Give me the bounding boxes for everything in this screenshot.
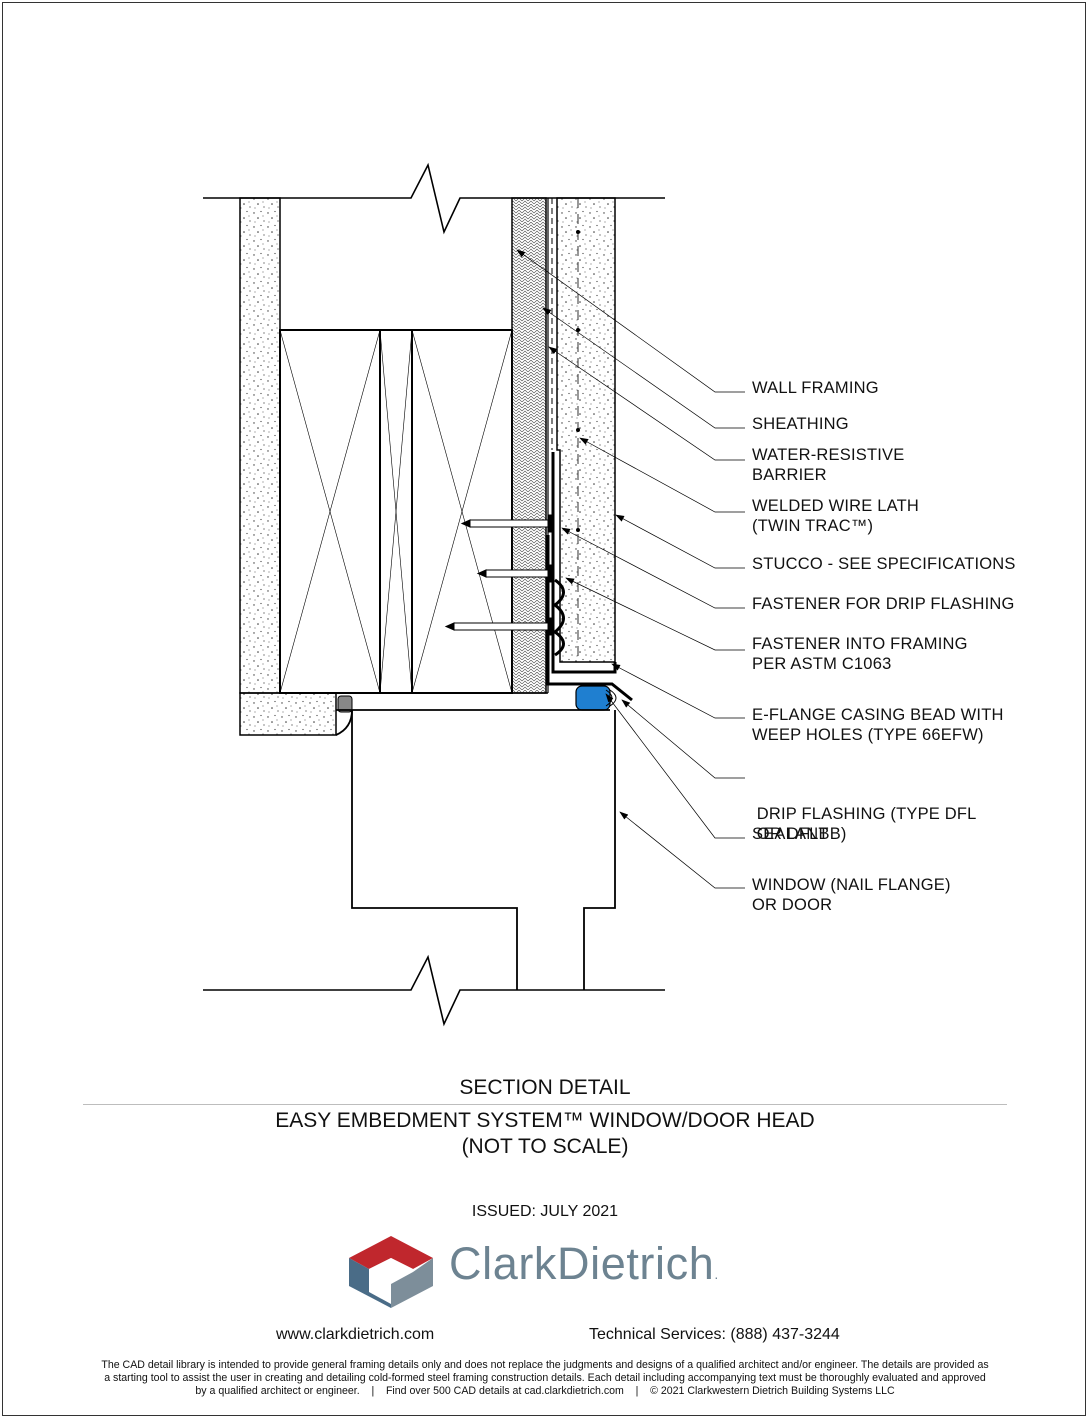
callout-sheathing: SHEATHING (752, 415, 849, 433)
leader-lines (516, 249, 745, 889)
sheathing (511, 197, 547, 694)
callout-wall-framing: WALL FRAMING (752, 379, 879, 397)
issued-date: ISSUED: JULY 2021 (471, 1203, 619, 1220)
window-frame (335, 709, 616, 990)
top-break-line (203, 162, 665, 235)
drip-flashing (546, 535, 633, 702)
disclaimer: The CAD detail library is intended to pr… (40, 1359, 1050, 1398)
detail-title: EASY EMBEDMENT SYSTEM™ WINDOW/DOOR HEAD … (0, 1108, 1090, 1160)
disclaimer-line: by a qualified architect or engineer. | … (195, 1385, 895, 1397)
sealant (575, 685, 611, 711)
logo-mark-icon (349, 1236, 433, 1308)
callout-welded-wire-lath: WELDED WIRE LATH(TWIN TRAC™) (752, 497, 919, 535)
detail-title-subline: (NOT TO SCALE) (461, 1135, 629, 1158)
logo-wordmark: ClarkDietrich. (449, 1238, 719, 1289)
disclaimer-line: The CAD detail library is intended to pr… (101, 1359, 989, 1371)
callout-stucco: STUCCO - SEE SPECIFICATIONS (752, 555, 1016, 573)
fastener-into-framing (444, 564, 553, 636)
interior-sealant (337, 695, 353, 713)
callout-fastener-drip-flashing: FASTENER FOR DRIP FLASHING (752, 595, 1015, 613)
disclaimer-line: a starting tool to assist the user in cr… (104, 1372, 986, 1384)
section-detail-drawing (203, 162, 745, 1027)
lath-dots (576, 230, 580, 532)
website-link[interactable]: www.clarkdietrich.com (276, 1326, 435, 1343)
callout-sealant: SEALANT (752, 825, 829, 843)
wall-framing-cross-lines (279, 329, 513, 694)
stucco (556, 197, 616, 663)
bottom-break-line (203, 954, 665, 1027)
callout-window: WINDOW (NAIL FLANGE)OR DOOR (752, 876, 951, 914)
callout-drip-flashing: DRIP FLASHING (TYPE DFL OR DFLBB) (752, 805, 977, 843)
title-divider (83, 1104, 1007, 1105)
technical-services-phone: Technical Services: (888) 437-3244 (589, 1326, 840, 1343)
fastener-for-drip-flashing (460, 514, 553, 533)
section-title: SECTION DETAIL (459, 1076, 631, 1099)
clarkdietrich-logo: ClarkDietrich. (345, 1234, 745, 1310)
detail-title-line: EASY EMBEDMENT SYSTEM™ WINDOW/DOOR HEAD (275, 1109, 815, 1132)
